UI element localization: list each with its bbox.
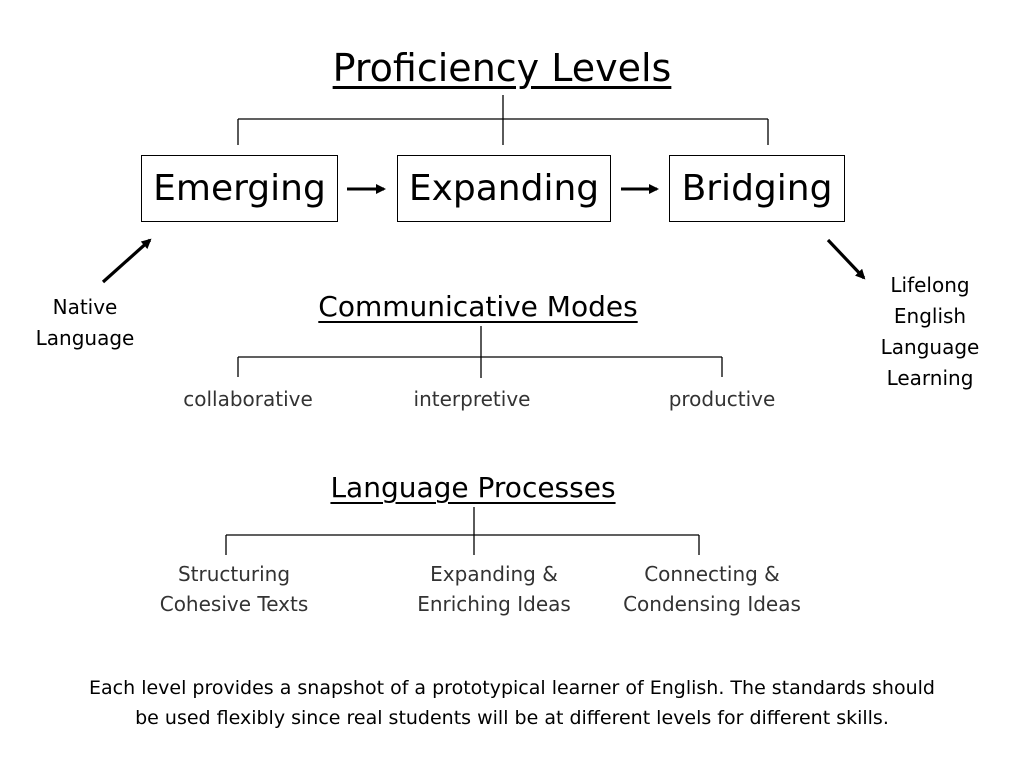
footer-note: Each level provides a snapshot of a prot… <box>89 677 935 729</box>
native-language-label: Native Language <box>35 295 135 350</box>
level-expanding: Expanding <box>397 155 611 222</box>
level-emerging: Emerging <box>141 155 338 222</box>
mode-productive: productive <box>668 387 776 411</box>
process-connecting: Connecting & Condensing Ideas <box>623 562 801 616</box>
mode-interpretive: interpretive <box>413 387 531 411</box>
language-processes-heading: Language Processes <box>330 471 616 504</box>
process-expanding: Expanding & Enriching Ideas <box>417 562 571 616</box>
proficiency-tree-lines <box>237 95 769 145</box>
process-structuring: Structuring Cohesive Texts <box>159 562 309 616</box>
lifelong-learning-label: Lifelong English Language Learning <box>880 273 980 390</box>
processes-tree-lines <box>225 507 700 555</box>
side-arrows <box>101 238 866 284</box>
level-bridging: Bridging <box>669 155 845 222</box>
arrow-bridging-to-lifelong <box>826 238 866 280</box>
communicative-modes-heading: Communicative Modes <box>318 290 638 323</box>
modes-tree-lines <box>237 326 723 378</box>
arrow-native-to-emerging <box>101 238 152 284</box>
page-title: Proficiency Levels <box>332 46 672 90</box>
mode-collaborative: collaborative <box>183 387 313 411</box>
